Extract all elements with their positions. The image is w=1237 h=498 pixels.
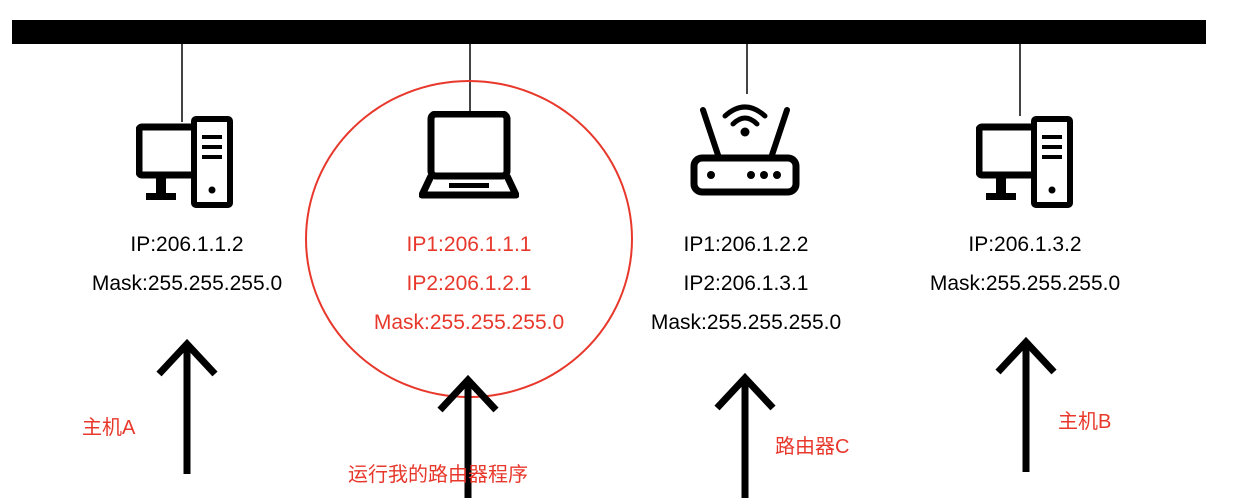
host-b-labels: IP:206.1.3.2 Mask:255.255.255.0	[895, 232, 1155, 297]
wifi-router-icon	[690, 104, 800, 196]
up-arrow-icon	[156, 338, 218, 474]
ip-label: IP:206.1.3.2	[968, 233, 1082, 256]
host-a-caption: 主机A	[82, 417, 136, 439]
bus-drop-line	[746, 44, 748, 94]
highlight-circle	[305, 80, 633, 398]
bus-drop-line	[469, 44, 471, 112]
up-arrow-icon	[714, 372, 776, 498]
router-c-labels: IP1:206.1.2.2 IP2:206.1.3.1 Mask:255.255…	[616, 232, 876, 336]
host-a-labels: IP:206.1.1.2 Mask:255.255.255.0	[57, 232, 317, 297]
bus-drop-line	[1019, 44, 1021, 116]
mask-label: Mask:255.255.255.0	[91, 272, 283, 295]
up-arrow-icon	[995, 336, 1057, 472]
desktop-computer-icon	[976, 116, 1073, 208]
router-c-caption: 路由器C	[775, 436, 850, 458]
ip-label: IP:206.1.1.2	[130, 233, 244, 256]
up-arrow-icon	[437, 374, 499, 498]
network-bus	[12, 20, 1206, 44]
bus-drop-line	[181, 44, 183, 122]
mask-label: Mask:255.255.255.0	[650, 311, 842, 334]
ip2-label: IP2:206.1.3.1	[683, 272, 809, 295]
ip1-label: IP1:206.1.2.2	[683, 233, 809, 256]
host-b-caption: 主机B	[1058, 411, 1112, 433]
desktop-computer-icon	[136, 116, 233, 208]
my-router-caption: 运行我的路由器程序	[348, 464, 528, 486]
mask-label: Mask:255.255.255.0	[929, 272, 1121, 295]
